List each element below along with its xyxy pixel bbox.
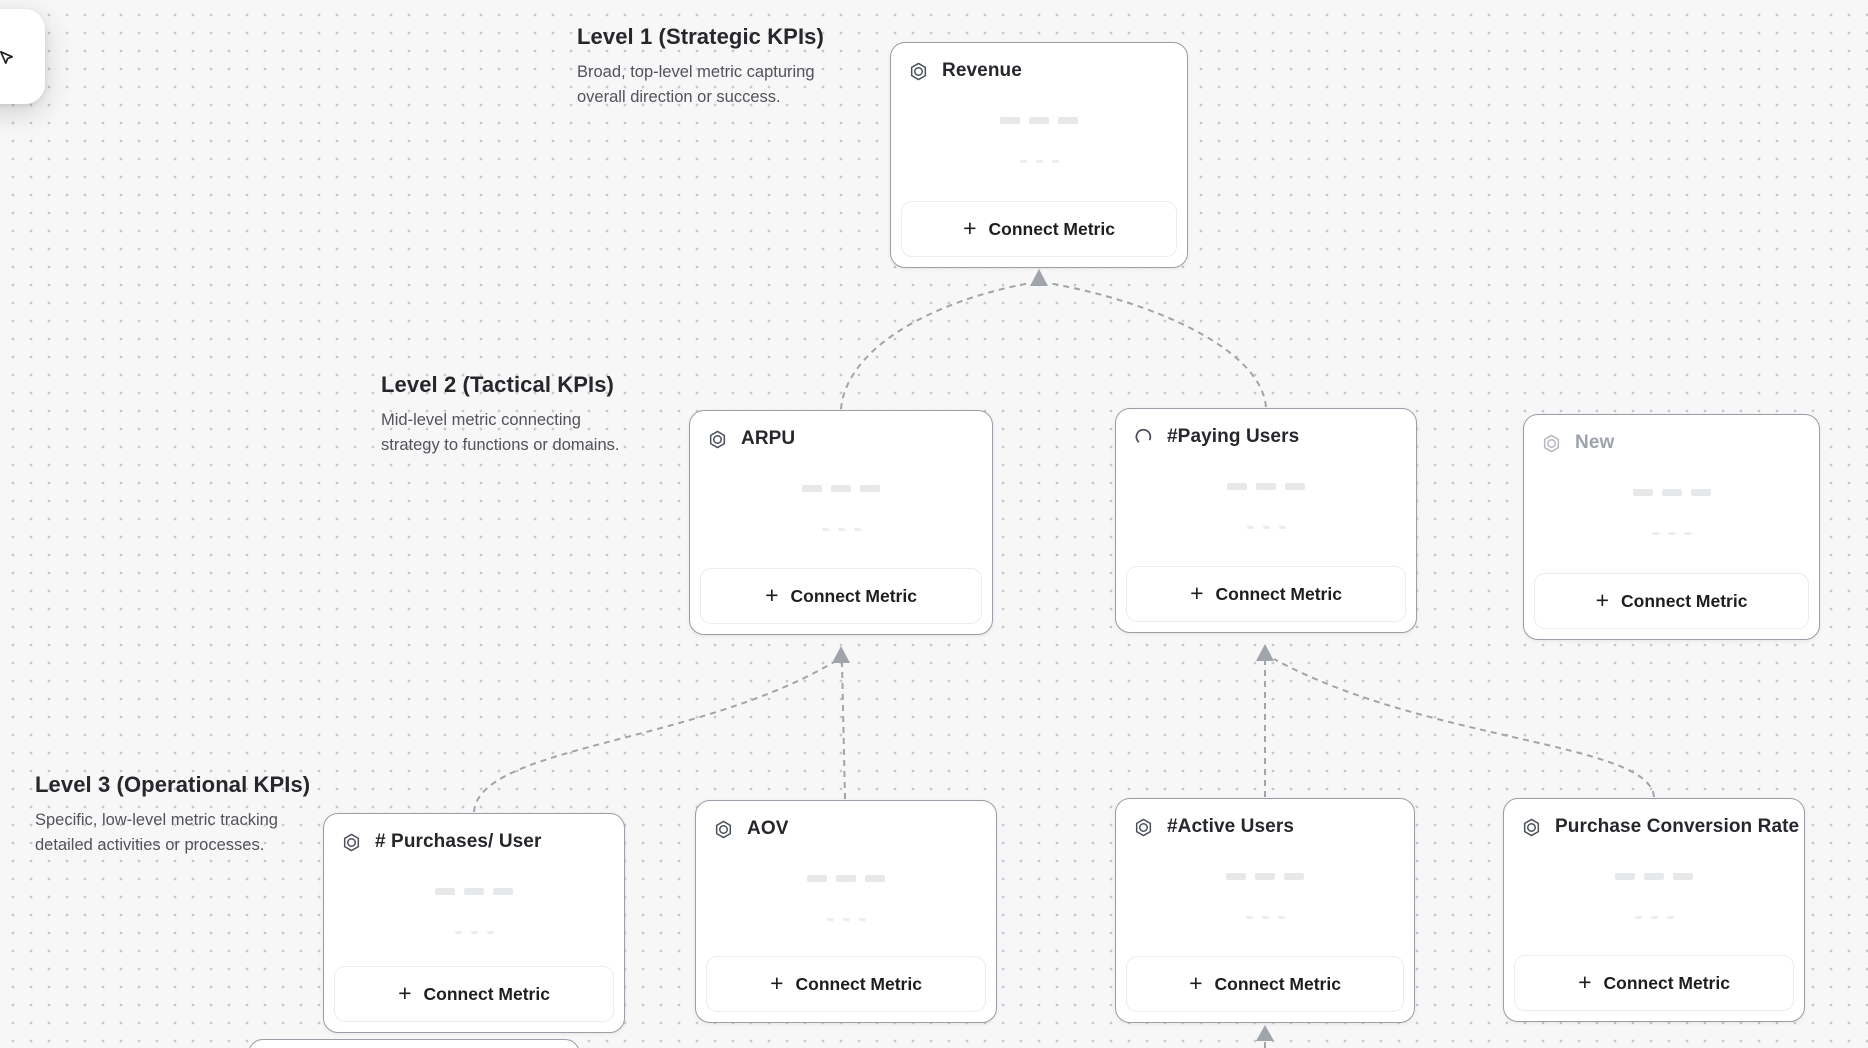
kpi-card-purchase-conversion-rate[interactable]: Purchase Conversion Rate + Connect Metri… <box>1503 798 1805 1022</box>
level-3-label: Level 3 (Operational KPIs) Specific, low… <box>35 772 310 858</box>
connect-metric-button[interactable]: + Connect Metric <box>334 966 614 1022</box>
edge-purchases-to-arpu <box>473 661 835 813</box>
card-header: Revenue <box>891 43 1187 82</box>
skeleton-dashes <box>1524 532 1819 535</box>
metric-node-icon <box>1133 817 1154 838</box>
card-title: Purchase Conversion Rate <box>1555 816 1800 837</box>
skeleton-bars <box>1524 489 1819 496</box>
level-2-heading: Level 2 (Tactical KPIs) <box>381 372 614 397</box>
card-header: ARPU <box>690 411 992 450</box>
skeleton-bars <box>1116 873 1414 880</box>
card-header: # Purchases/ User <box>324 814 624 853</box>
plus-icon: + <box>1578 968 1592 995</box>
skeleton-bars <box>324 888 624 895</box>
card-title: ARPU <box>741 428 796 449</box>
metric-node-icon <box>707 429 728 450</box>
edge-payingusers-to-revenue <box>1047 282 1267 408</box>
metric-node-icon <box>1541 433 1562 454</box>
card-header: New <box>1524 415 1819 454</box>
skeleton-dashes <box>1116 526 1416 529</box>
card-header: AOV <box>696 801 996 840</box>
plus-icon: + <box>398 979 412 1006</box>
level-1-label: Level 1 (Strategic KPIs) Broad, top-leve… <box>577 24 824 110</box>
level-3-description: Specific, low-level metric tracking deta… <box>35 811 278 854</box>
connect-metric-label: Connect Metric <box>423 983 550 1004</box>
connect-metric-button[interactable]: + Connect Metric <box>706 956 986 1012</box>
plus-icon: + <box>770 969 784 996</box>
connect-metric-button[interactable]: + Connect Metric <box>1514 955 1794 1011</box>
metric-node-icon <box>713 819 734 840</box>
kpi-card-paying-users[interactable]: #Paying Users + Connect Metric <box>1115 408 1417 633</box>
kpi-card-arpu[interactable]: ARPU + Connect Metric <box>689 410 993 635</box>
metric-node-icon <box>341 832 362 853</box>
arrowhead-activeusers <box>1256 1025 1274 1041</box>
card-header: Purchase Conversion Rate <box>1504 799 1804 838</box>
connect-metric-button[interactable]: + Connect Metric <box>1126 956 1404 1012</box>
card-title: #Paying Users <box>1167 426 1300 447</box>
edge-conversionrate-to-payingusers <box>1273 658 1655 798</box>
kpi-card-new[interactable]: New + Connect Metric <box>1523 414 1820 640</box>
card-title: AOV <box>747 818 789 839</box>
metric-node-icon <box>908 61 929 82</box>
plus-icon: + <box>765 581 779 608</box>
edge-arpu-to-revenue <box>840 282 1031 410</box>
connect-metric-label: Connect Metric <box>1214 973 1341 994</box>
connect-metric-button[interactable]: + Connect Metric <box>1126 566 1406 622</box>
connect-metric-label: Connect Metric <box>988 218 1115 239</box>
edge-aov-to-arpu <box>841 661 846 800</box>
skeleton-bars <box>1504 873 1804 880</box>
kpi-card-partial[interactable] <box>248 1039 580 1048</box>
skeleton-bars <box>891 117 1187 124</box>
plus-icon: + <box>1190 579 1204 606</box>
card-title: Revenue <box>942 60 1022 81</box>
connect-metric-button[interactable]: + Connect Metric <box>1534 573 1809 629</box>
connect-metric-button[interactable]: + Connect Metric <box>901 201 1177 257</box>
kpi-card-revenue[interactable]: Revenue + Connect Metric <box>890 42 1188 268</box>
kpi-card-active-users[interactable]: #Active Users + Connect Metric <box>1115 798 1415 1023</box>
card-title: # Purchases/ User <box>375 831 542 852</box>
level-2-label: Level 2 (Tactical KPIs) Mid-level metric… <box>381 372 619 458</box>
skeleton-dashes <box>696 918 996 921</box>
metric-node-icon <box>1521 817 1542 838</box>
loading-spinner-icon <box>1133 427 1154 448</box>
card-header: #Active Users <box>1116 799 1414 838</box>
plus-icon: + <box>1595 586 1610 613</box>
connect-metric-label: Connect Metric <box>795 973 922 994</box>
plus-icon: + <box>963 214 977 241</box>
connect-metric-label: Connect Metric <box>790 585 917 606</box>
connect-metric-label: Connect Metric <box>1621 590 1748 611</box>
connect-metric-label: Connect Metric <box>1215 583 1342 604</box>
floating-toolbar[interactable] <box>0 9 45 104</box>
skeleton-bars <box>690 485 992 492</box>
kpi-card-aov[interactable]: AOV + Connect Metric <box>695 800 997 1023</box>
skeleton-dashes <box>1116 916 1414 919</box>
arrowhead-payingusers <box>1256 644 1274 661</box>
card-title: New <box>1575 432 1615 453</box>
card-header: #Paying Users <box>1116 409 1416 448</box>
skeleton-dashes <box>324 931 624 934</box>
skeleton-bars <box>696 875 996 882</box>
card-title: #Active Users <box>1167 816 1294 837</box>
level-2-description: Mid-level metric connecting strategy to … <box>381 411 620 454</box>
skeleton-dashes <box>891 160 1187 163</box>
level-1-description: Broad, top-level metric capturing overal… <box>577 63 815 106</box>
arrowhead-arpu <box>832 646 850 663</box>
level-3-heading: Level 3 (Operational KPIs) <box>35 772 311 797</box>
skeleton-dashes <box>690 528 992 531</box>
skeleton-bars <box>1116 483 1416 490</box>
connect-metric-label: Connect Metric <box>1603 972 1730 993</box>
cursor-pointer-icon <box>0 49 15 66</box>
arrowhead-revenue <box>1030 269 1048 286</box>
level-1-heading: Level 1 (Strategic KPIs) <box>577 24 824 49</box>
connect-metric-button[interactable]: + Connect Metric <box>700 568 982 624</box>
skeleton-dashes <box>1504 916 1804 919</box>
plus-icon: + <box>1189 969 1203 996</box>
kpi-card-purchases-per-user[interactable]: # Purchases/ User + Connect Metric <box>323 813 625 1033</box>
